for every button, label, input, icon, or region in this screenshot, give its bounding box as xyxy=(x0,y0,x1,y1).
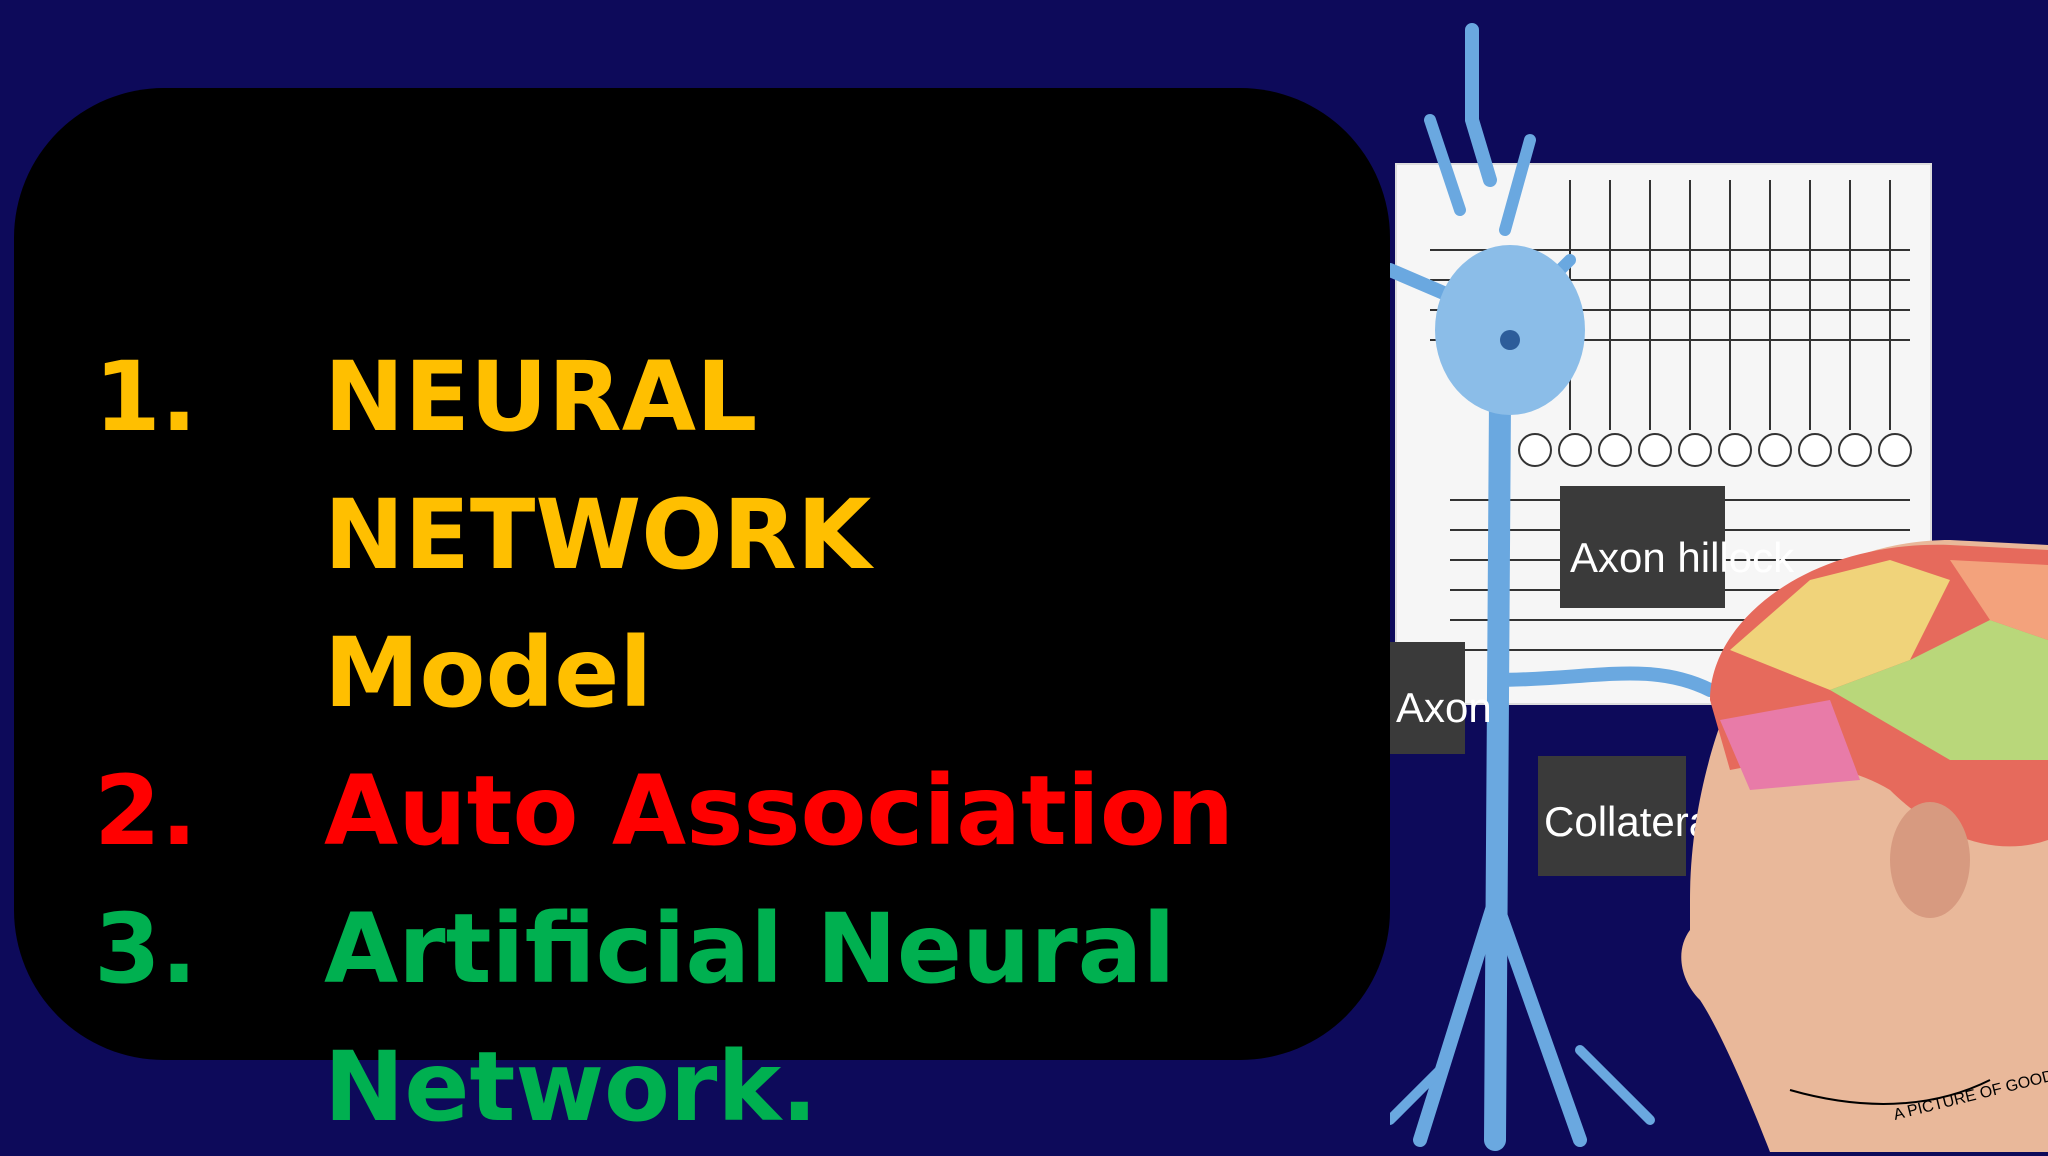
list-text-line: Auto Association xyxy=(324,755,1235,867)
axon-text: Axon xyxy=(1396,684,1492,731)
list-number: 1. xyxy=(94,341,198,453)
list-text-line: Artificial Neural xyxy=(324,893,1176,1005)
axon-label: Axon xyxy=(1390,642,1492,754)
list-number: 2. xyxy=(94,755,198,867)
numbered-list: 1. NEURAL NETWORK Model 2. Auto Associat… xyxy=(94,328,1294,1156)
phrenology-head: A PICTURE OF GOOD HEALTH xyxy=(1681,540,2048,1152)
list-item: 1. NEURAL NETWORK Model xyxy=(94,328,1294,742)
list-item: 2. Auto Association xyxy=(94,742,1294,880)
axon-hillock-label: Axon hillock xyxy=(1560,486,1795,608)
collateral-text: Collateral xyxy=(1544,798,1721,845)
neuron-cell xyxy=(1390,23,1717,1151)
list-number: 3. xyxy=(94,893,198,1005)
neuron-nucleus xyxy=(1500,330,1520,350)
list-text: Auto Association xyxy=(324,742,1294,880)
axon-hillock-text: Axon hillock xyxy=(1570,534,1795,581)
list-text-line: Network. xyxy=(324,1031,818,1143)
text-panel: 1. NEURAL NETWORK Model 2. Auto Associat… xyxy=(14,88,1390,1143)
list-text: NEURAL NETWORK Model xyxy=(324,328,1294,742)
list-text-line: NEURAL NETWORK xyxy=(324,341,872,591)
list-text: Artificial Neural Network. xyxy=(324,880,1294,1156)
neuron-illustration: Axon hillock Axon Collateral A PICTURE O… xyxy=(1390,23,2048,1152)
collateral-label: Collateral xyxy=(1538,756,1721,876)
list-text-line: Model xyxy=(324,617,653,729)
list-item: 3. Artificial Neural Network. xyxy=(94,880,1294,1156)
